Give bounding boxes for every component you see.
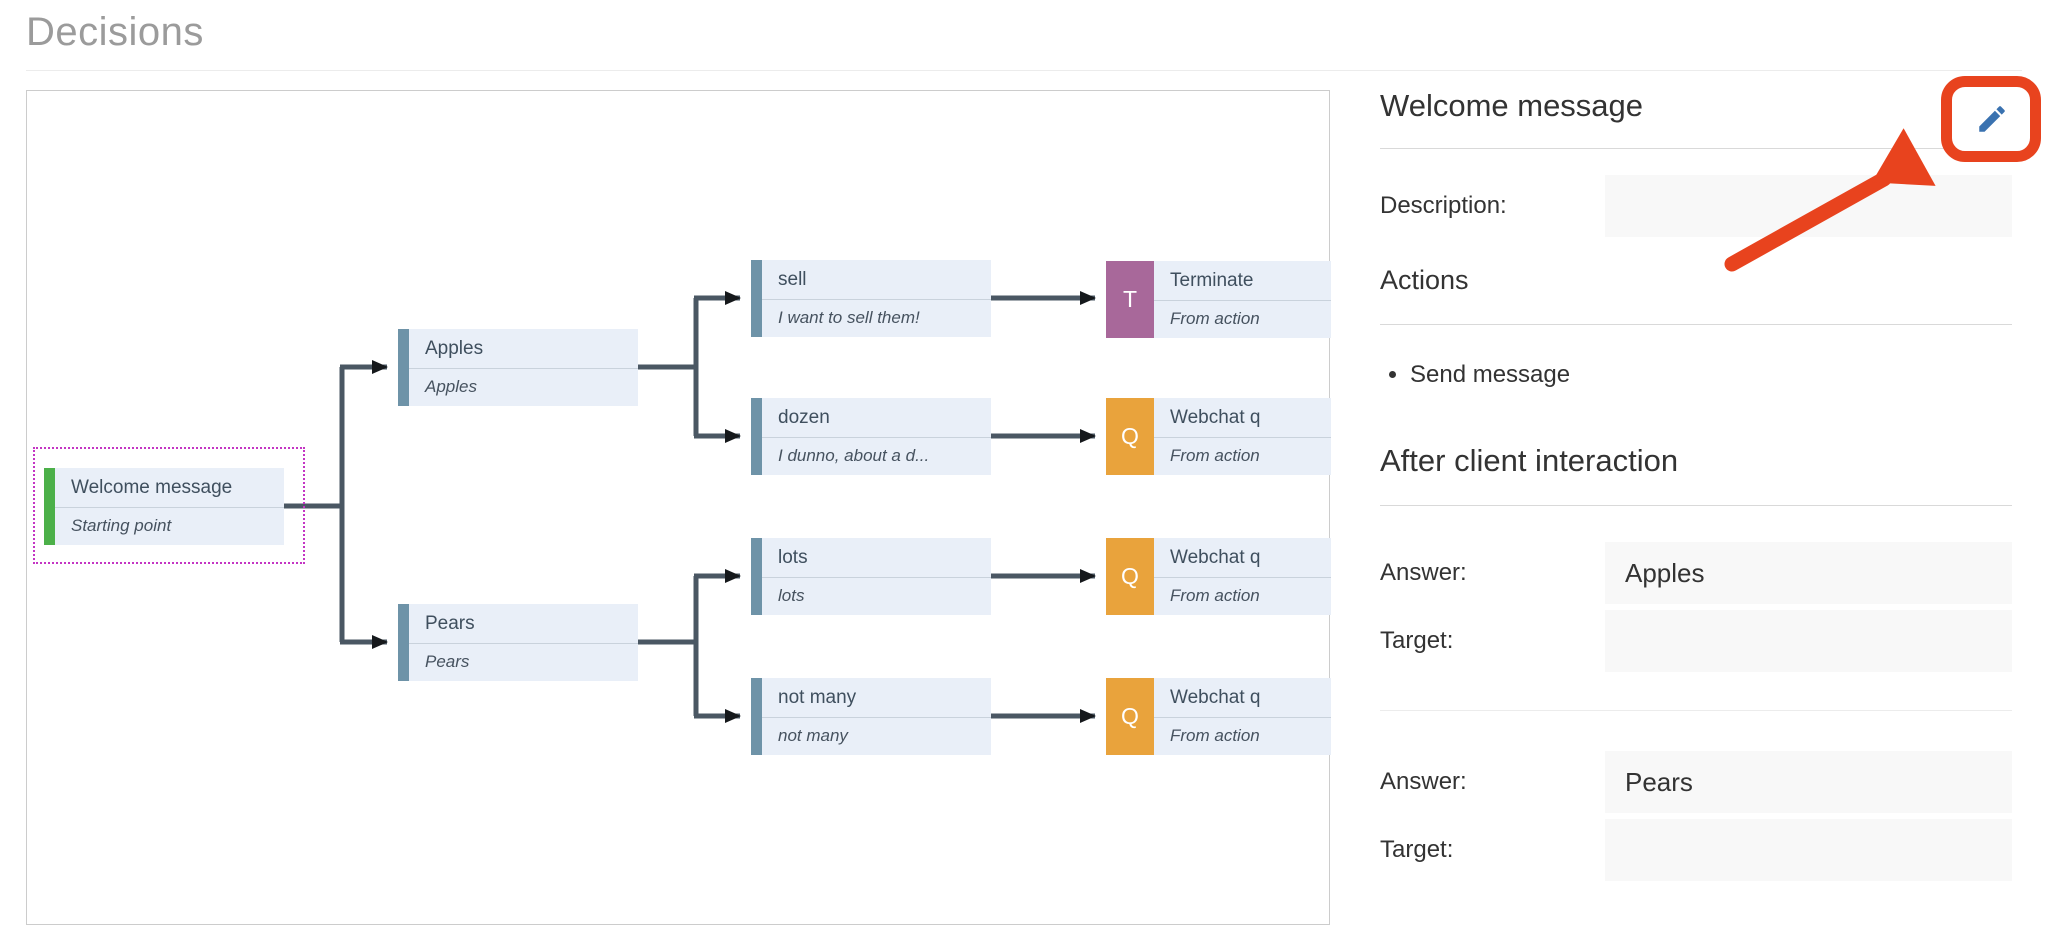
node-pears[interactable]: Pears Pears	[398, 604, 638, 681]
node-title: Pears	[409, 613, 638, 644]
answer-field: Pears	[1605, 751, 2012, 813]
node-webchat-q-1[interactable]: Q Webchat q From action	[1106, 398, 1331, 475]
actions-heading: Actions	[1380, 265, 2012, 325]
node-title: Terminate	[1154, 270, 1331, 301]
description-row: Description:	[1380, 175, 2012, 237]
node-subtitle: From action	[1170, 446, 1260, 465]
node-subtitle: From action	[1170, 586, 1260, 605]
interaction-group-divider	[1380, 710, 2012, 711]
page-title-divider	[26, 70, 2022, 71]
decision-tree-canvas[interactable]: Welcome message Starting point Apples Ap…	[26, 90, 1331, 925]
node-subtitle: not many	[778, 726, 848, 745]
node-title: Webchat q	[1154, 407, 1331, 438]
node-welcome-message[interactable]: Welcome message Starting point	[44, 468, 284, 545]
answer-node-bar	[751, 398, 762, 475]
page-title: Decisions	[26, 10, 204, 54]
answer-field: Apples	[1605, 542, 2012, 604]
node-dozen[interactable]: dozen I dunno, about a d...	[751, 398, 991, 475]
target-field	[1605, 610, 2012, 672]
node-title: lots	[762, 547, 991, 578]
start-node-bar	[44, 468, 55, 545]
answer-node-bar	[398, 329, 409, 406]
answer-node-bar	[751, 538, 762, 615]
answer-label: Answer:	[1380, 559, 1467, 586]
node-webchat-q-3[interactable]: Q Webchat q From action	[1106, 678, 1331, 755]
node-title: Webchat q	[1154, 687, 1331, 718]
terminate-badge: T	[1106, 261, 1154, 338]
answer-row: Answer: Apples	[1380, 542, 2012, 604]
action-item: Send message	[1410, 361, 2012, 389]
answer-label: Answer:	[1380, 768, 1467, 795]
panel-title: Welcome message	[1380, 88, 2012, 149]
target-label: Target:	[1380, 836, 1454, 863]
node-subtitle: I dunno, about a d...	[778, 446, 930, 465]
node-subtitle: From action	[1170, 726, 1260, 745]
target-row: Target:	[1380, 819, 2012, 881]
pencil-icon	[1975, 102, 2009, 139]
node-title: not many	[762, 687, 991, 718]
node-sell[interactable]: sell I want to sell them!	[751, 260, 991, 337]
node-webchat-q-2[interactable]: Q Webchat q From action	[1106, 538, 1331, 615]
node-subtitle: lots	[778, 586, 805, 605]
description-label: Description:	[1380, 192, 1507, 219]
selection-outline	[33, 447, 305, 564]
node-subtitle: From action	[1170, 309, 1260, 328]
node-title: Apples	[409, 338, 638, 369]
answer-node-bar	[751, 260, 762, 337]
target-label: Target:	[1380, 627, 1454, 654]
description-field	[1605, 175, 2012, 237]
node-subtitle: Apples	[425, 377, 477, 396]
answer-node-bar	[398, 604, 409, 681]
answer-node-bar	[751, 678, 762, 755]
node-subtitle: Starting point	[71, 516, 172, 535]
node-details-panel: Welcome message Description: Actions Sen…	[1380, 88, 2012, 887]
interaction-group-pears: Answer: Pears Target:	[1380, 751, 2012, 881]
node-subtitle: Pears	[425, 652, 470, 671]
question-badge: Q	[1106, 678, 1154, 755]
actions-list: Send message	[1410, 361, 2012, 389]
edit-button[interactable]	[1955, 90, 2029, 150]
interaction-group-apples: Answer: Apples Target:	[1380, 542, 2012, 672]
node-terminate[interactable]: T Terminate From action	[1106, 261, 1331, 338]
target-field	[1605, 819, 2012, 881]
question-badge: Q	[1106, 398, 1154, 475]
after-client-interaction-heading: After client interaction	[1380, 443, 2012, 506]
node-not-many[interactable]: not many not many	[751, 678, 991, 755]
node-lots[interactable]: lots lots	[751, 538, 991, 615]
connector-lines	[284, 291, 1096, 723]
node-subtitle: I want to sell them!	[778, 308, 920, 327]
answer-row: Answer: Pears	[1380, 751, 2012, 813]
node-title: dozen	[762, 407, 991, 438]
node-apples[interactable]: Apples Apples	[398, 329, 638, 406]
node-title: Welcome message	[55, 477, 284, 508]
question-badge: Q	[1106, 538, 1154, 615]
node-title: Webchat q	[1154, 547, 1331, 578]
target-row: Target:	[1380, 610, 2012, 672]
node-title: sell	[762, 269, 991, 300]
